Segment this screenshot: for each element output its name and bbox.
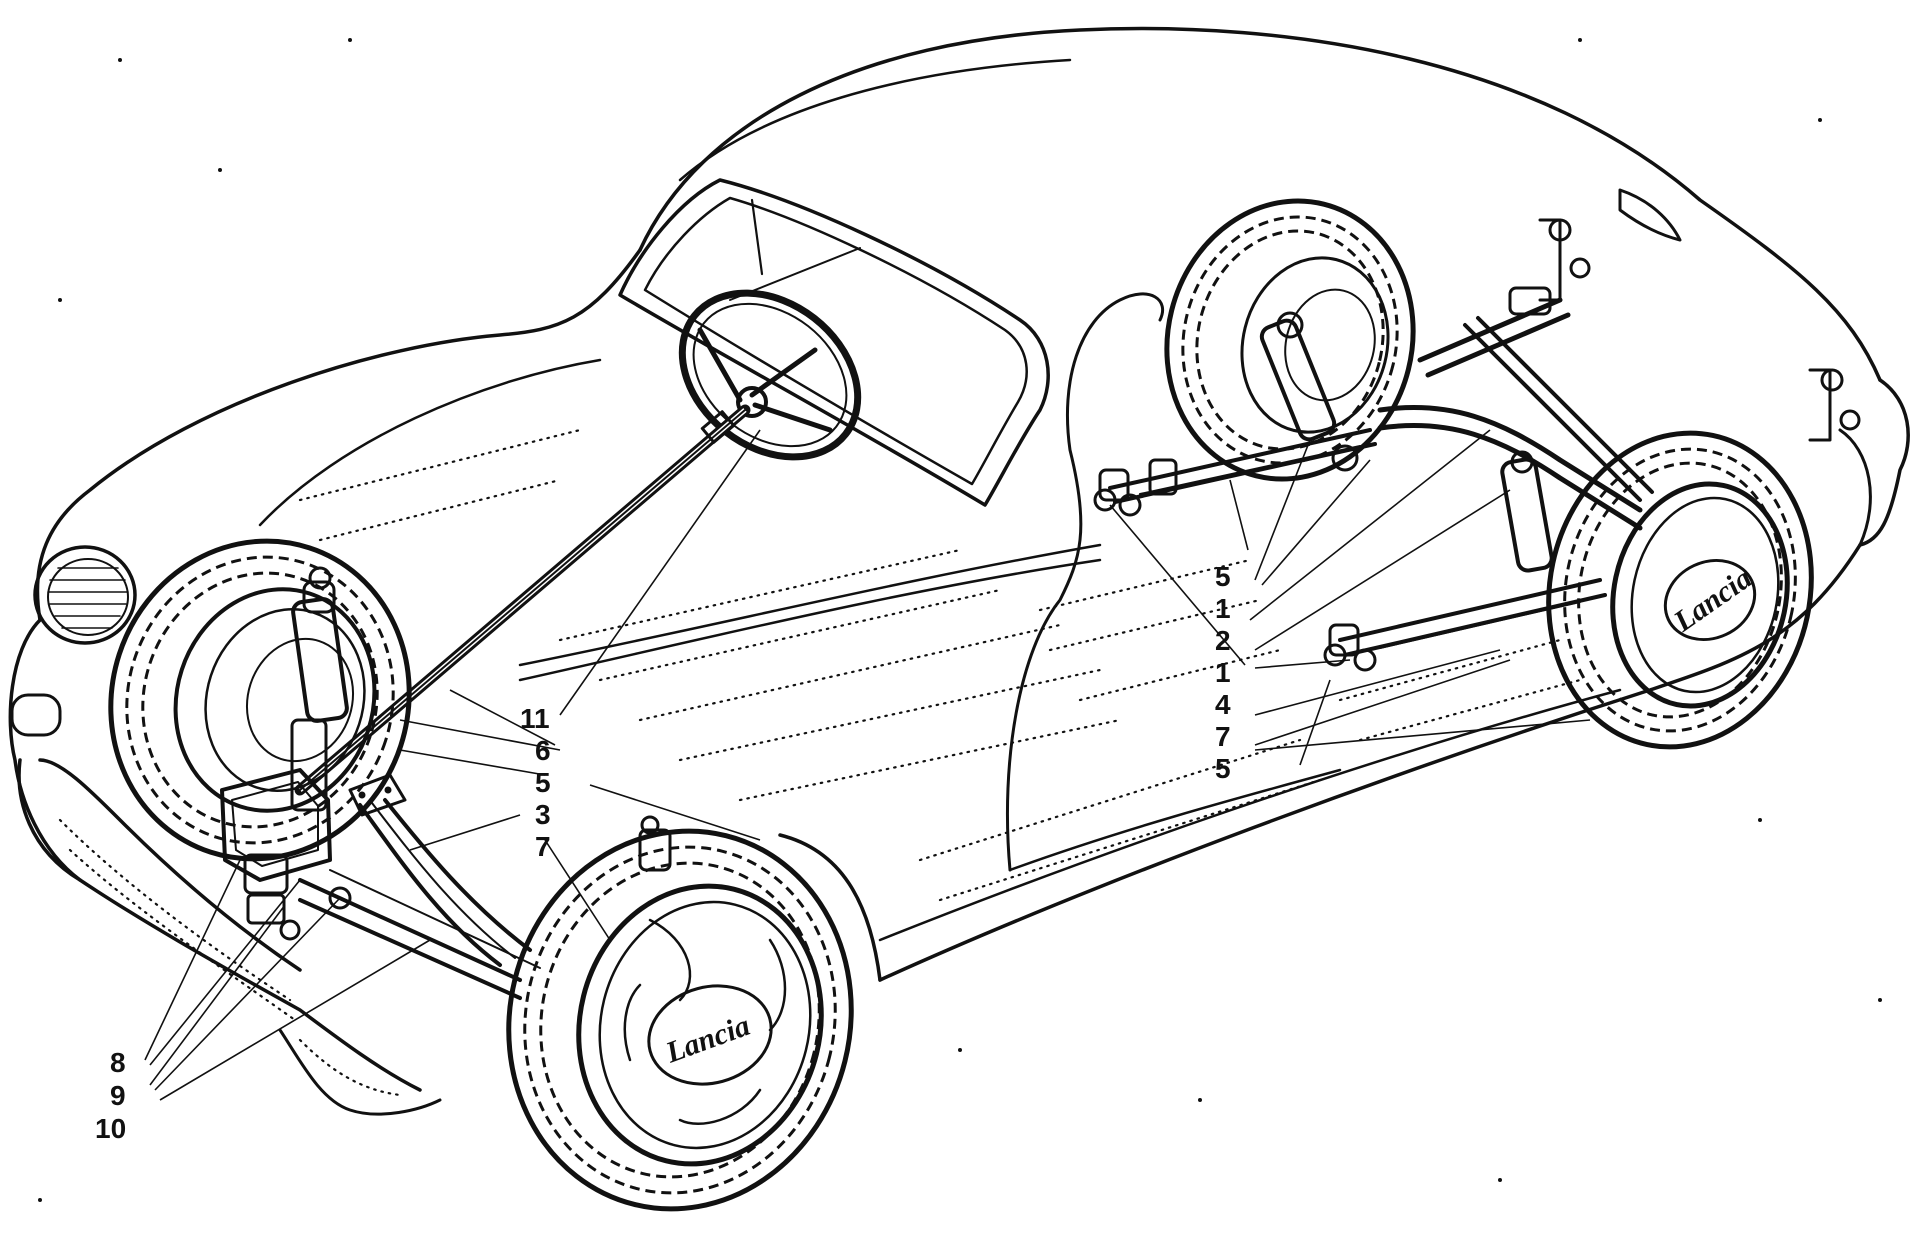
callout-1-rear-bottom: 1 [1215, 657, 1231, 688]
front-suspension [220, 566, 672, 1000]
body-shading [298, 428, 1582, 902]
front-hubcap-badge: Lancia [661, 1009, 755, 1070]
callout-3: 3 [535, 799, 551, 830]
callout-2-rear: 2 [1215, 625, 1231, 656]
rear-suspension [1093, 218, 1861, 672]
rear-left-wheel [1164, 198, 1416, 482]
callout-labels: 8 9 10 11 6 5 3 7 5 1 2 1 4 7 5 [95, 561, 1231, 1144]
callout-5-rear-top: 5 [1215, 561, 1231, 592]
callout-1-rear-top: 1 [1215, 593, 1231, 624]
callout-7-rear: 7 [1215, 721, 1231, 752]
callout-11: 11 [520, 703, 550, 734]
callout-4-rear: 4 [1215, 689, 1231, 720]
car-body-outline [8, 26, 1910, 1116]
callout-9: 9 [110, 1080, 126, 1111]
callout-10: 10 [95, 1113, 126, 1144]
steering-wheel [678, 289, 862, 461]
front-right-wheel: Lancia [506, 828, 854, 1212]
leader-lines [144, 429, 1591, 1101]
paper-specks [38, 38, 1882, 1202]
callout-7-front: 7 [535, 831, 551, 862]
callout-8: 8 [110, 1047, 126, 1078]
callout-5-rear-bottom: 5 [1215, 753, 1231, 784]
callout-5-front: 5 [535, 767, 551, 798]
headlight-lens-lines [47, 567, 129, 629]
front-left-wheel [108, 538, 412, 862]
callout-6: 6 [535, 735, 551, 766]
